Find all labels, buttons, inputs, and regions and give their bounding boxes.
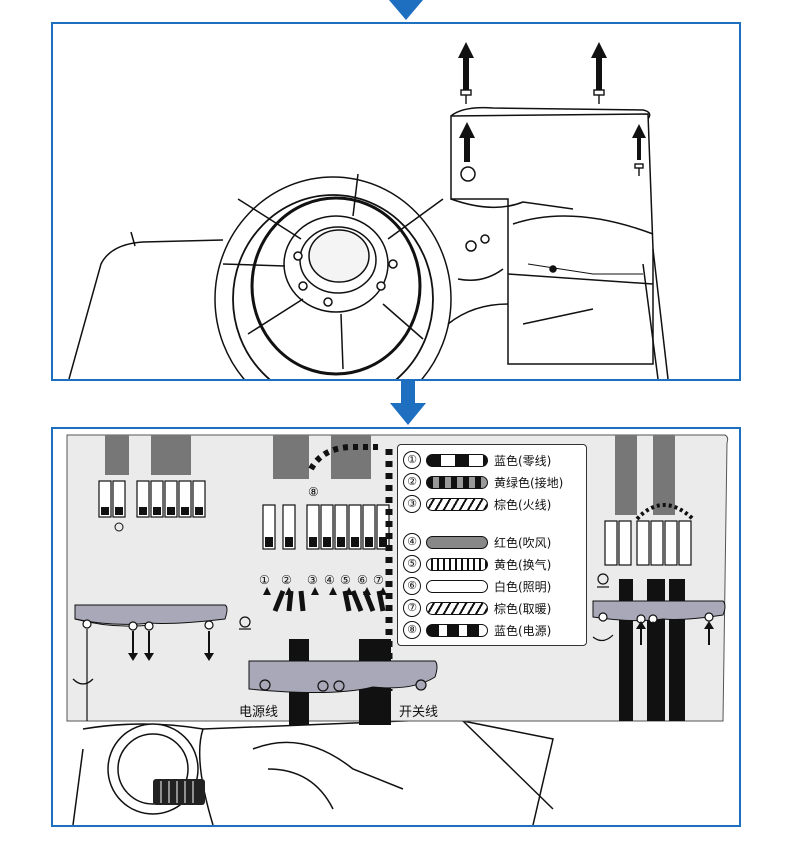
swatch-blue — [426, 453, 488, 467]
swatch-blue-power — [426, 623, 488, 637]
legend-label-2: 黄绿色(接地) — [494, 475, 564, 490]
step-2-arrow — [390, 381, 426, 425]
swatch-brown-heat — [426, 601, 488, 615]
fan-housing-panel — [51, 22, 741, 381]
terminal-number-8: ⑧ — [308, 485, 319, 499]
swatch-white — [426, 579, 488, 593]
wire-number-5: ⑤ — [340, 573, 351, 587]
legend-label-8: 蓝色(电源) — [494, 623, 552, 638]
switch-cable-label: 开关线 — [399, 705, 439, 720]
swatch-red — [426, 535, 488, 549]
step-1-arrow — [389, 0, 423, 20]
wire-number-2: ② — [281, 573, 292, 587]
legend-row-4: ④ 红色(吹风) — [403, 532, 551, 552]
swatch-yellow — [426, 557, 488, 571]
legend-row-7: ⑦ 棕色(取暖) — [403, 598, 551, 618]
legend-label-4: 红色(吹风) — [494, 535, 552, 550]
legend-row-1: ① 蓝色(零线) — [403, 450, 551, 470]
wire-number-4: ④ — [324, 573, 335, 587]
wire-number-7: ⑦ — [373, 573, 384, 587]
legend-num-7: ⑦ — [403, 599, 421, 617]
legend-row-6: ⑥ 白色(照明) — [403, 576, 551, 596]
legend-row-3: ③ 棕色(火线) — [403, 494, 551, 514]
legend-row-8: ⑧ 蓝色(电源) — [403, 620, 551, 640]
legend-num-4: ④ — [403, 533, 421, 551]
wiring-panel: ① ② ③ ④ ⑤ ⑥ ⑦ ⑧ 电源线 开关线 — [51, 427, 741, 827]
legend-num-3: ③ — [403, 495, 421, 513]
legend-label-7: 棕色(取暖) — [494, 601, 552, 616]
swatch-brown — [426, 497, 488, 511]
wire-number-1: ① — [259, 573, 270, 587]
legend-num-1: ① — [403, 451, 421, 469]
power-cable-label: 电源线 — [239, 705, 279, 720]
wiring-drawing — [66, 434, 729, 825]
legend-num-8: ⑧ — [403, 621, 421, 639]
legend-label-6: 白色(照明) — [494, 579, 552, 594]
wire-number-6: ⑥ — [357, 573, 368, 587]
legend-label-5: 黄色(换气) — [494, 557, 552, 572]
legend-num-6: ⑥ — [403, 577, 421, 595]
legend-row-2: ② 黄绿色(接地) — [403, 472, 563, 492]
wire-color-legend: ① 蓝色(零线) ② 黄绿色(接地) ③ 棕色(火线) ④ 红色(吹风) ⑤ 黄… — [397, 444, 587, 646]
legend-num-2: ② — [403, 473, 421, 491]
wire-number-3: ③ — [307, 573, 318, 587]
legend-num-5: ⑤ — [403, 555, 421, 573]
legend-label-1: 蓝色(零线) — [494, 453, 552, 468]
fan-housing-drawing — [68, 42, 669, 379]
legend-label-3: 棕色(火线) — [494, 497, 552, 512]
swatch-yellow-green — [426, 475, 488, 489]
legend-row-5: ⑤ 黄色(换气) — [403, 554, 551, 574]
